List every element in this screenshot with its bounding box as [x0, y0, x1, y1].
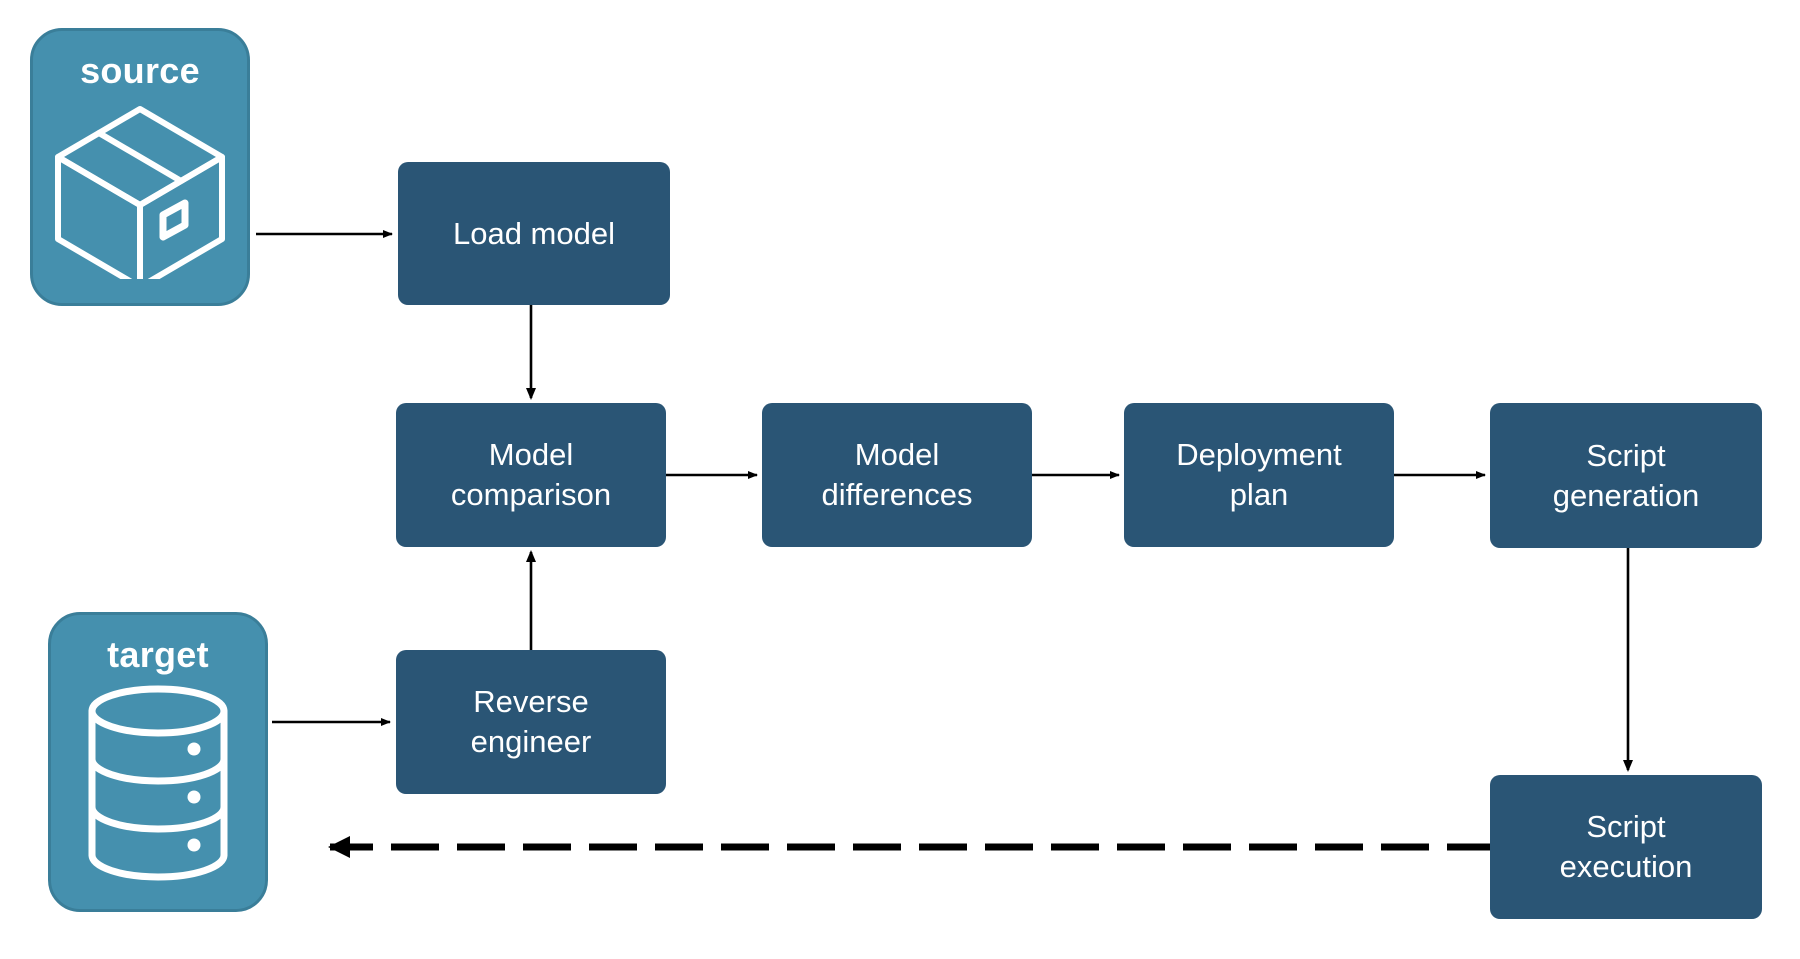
process-box-script-execution[interactable]: Script execution [1490, 775, 1762, 919]
endpoint-card-target[interactable]: target [48, 612, 268, 912]
process-box-load-model[interactable]: Load model [398, 162, 670, 305]
process-box-deployment-plan[interactable]: Deployment plan [1124, 403, 1394, 547]
database-cylinder-icon [88, 685, 228, 881]
process-box-reverse-engineer[interactable]: Reverse engineer [396, 650, 666, 794]
endpoint-label-target: target [107, 634, 209, 675]
endpoint-label-source: source [80, 50, 200, 91]
process-box-model-comparison[interactable]: Model comparison [396, 403, 666, 547]
endpoint-card-source[interactable]: source [30, 28, 250, 306]
package-box-icon [55, 106, 225, 279]
process-box-script-generation[interactable]: Script generation [1490, 403, 1762, 548]
process-box-model-differences[interactable]: Model differences [762, 403, 1032, 547]
